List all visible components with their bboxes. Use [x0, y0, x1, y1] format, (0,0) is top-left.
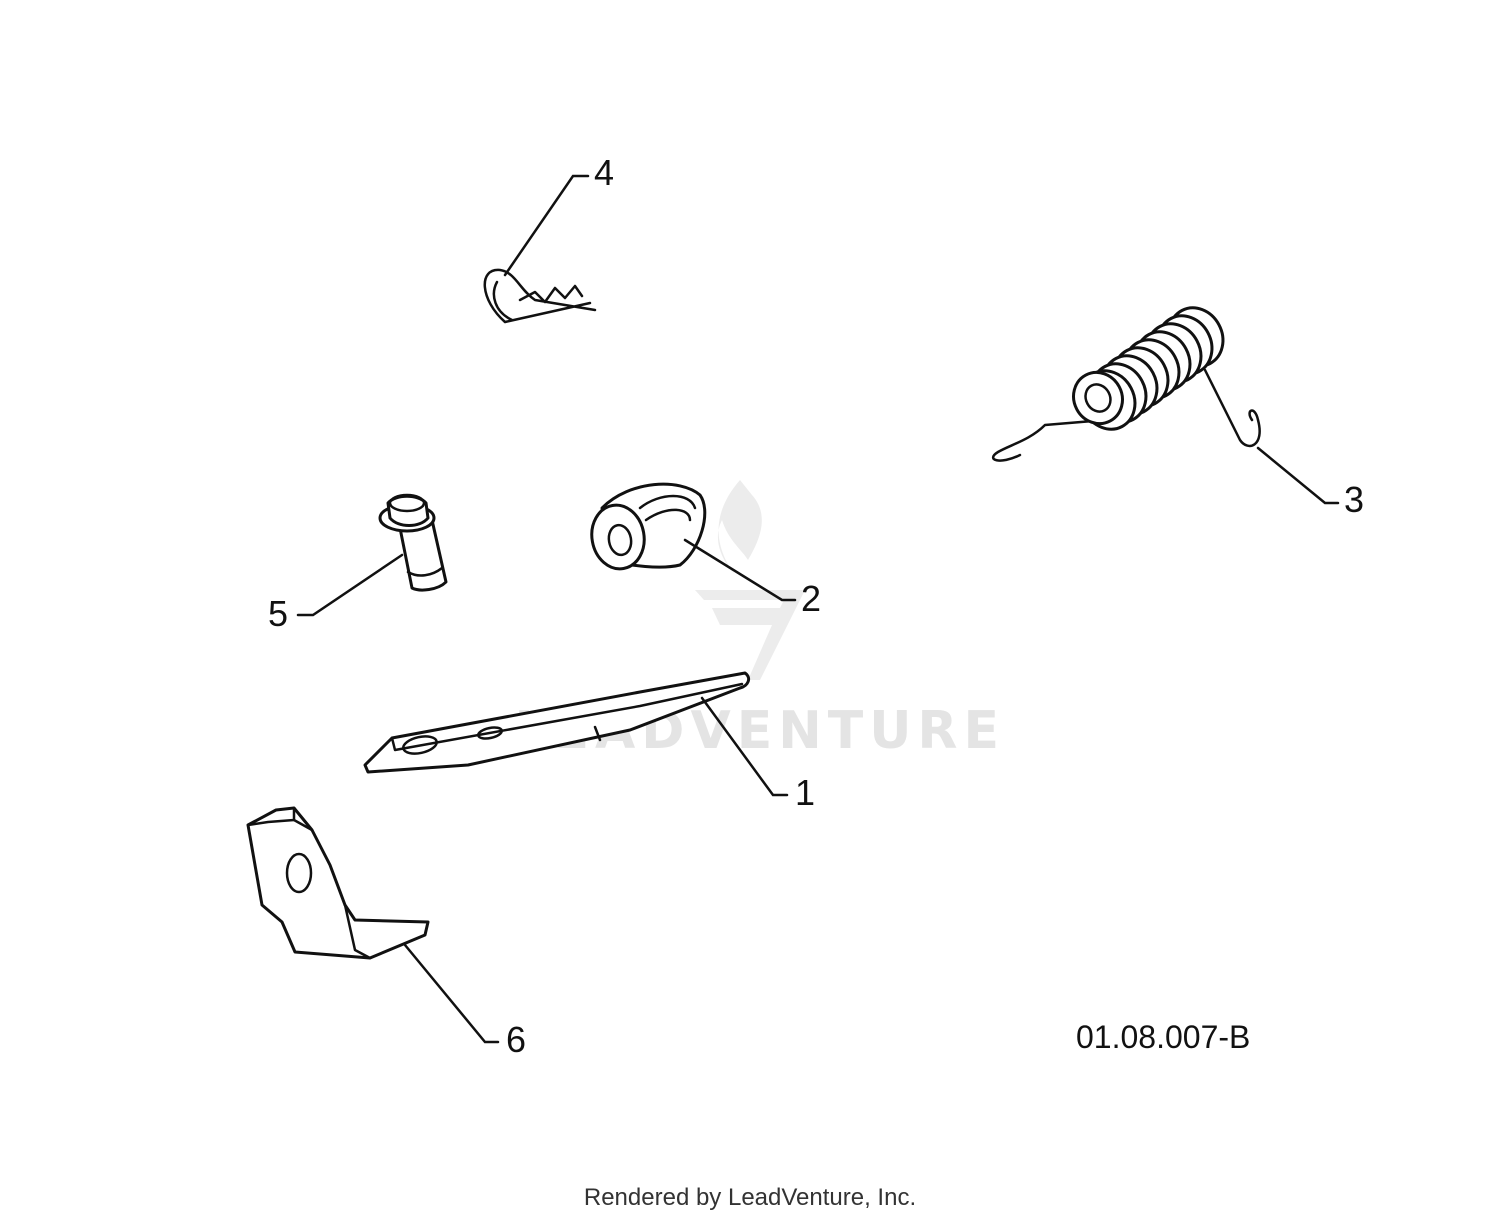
part-4-hairpin-clip [483, 268, 597, 324]
callout-4: 4 [594, 152, 614, 193]
part-2-spacer [590, 482, 707, 571]
watermark-v-icon [695, 590, 805, 680]
callout-6: 6 [506, 1019, 526, 1060]
render-credit-footer: Rendered by LeadVenture, Inc. [583, 1184, 917, 1211]
part-5-flange-bolt [378, 493, 448, 592]
callout-3: 3 [1344, 479, 1364, 520]
leader-lines [296, 174, 1340, 1044]
leader-4 [503, 174, 590, 277]
watermark-flame-icon [717, 480, 762, 575]
part-3-extension-spring [991, 306, 1261, 462]
callout-2: 2 [801, 578, 821, 619]
callout-1: 1 [795, 772, 815, 813]
leader-2 [683, 538, 797, 602]
part-1-lever-plate [363, 671, 751, 774]
leader-3 [1256, 446, 1340, 505]
callout-5: 5 [268, 593, 288, 634]
part-6-bracket [246, 806, 430, 960]
leader-1 [700, 696, 789, 797]
callouts: 4 3 2 5 1 6 [268, 152, 1364, 1060]
leader-5 [296, 553, 404, 617]
leader-6 [403, 943, 500, 1044]
diagram-reference-code: 01.08.007-B [1076, 1019, 1250, 1055]
